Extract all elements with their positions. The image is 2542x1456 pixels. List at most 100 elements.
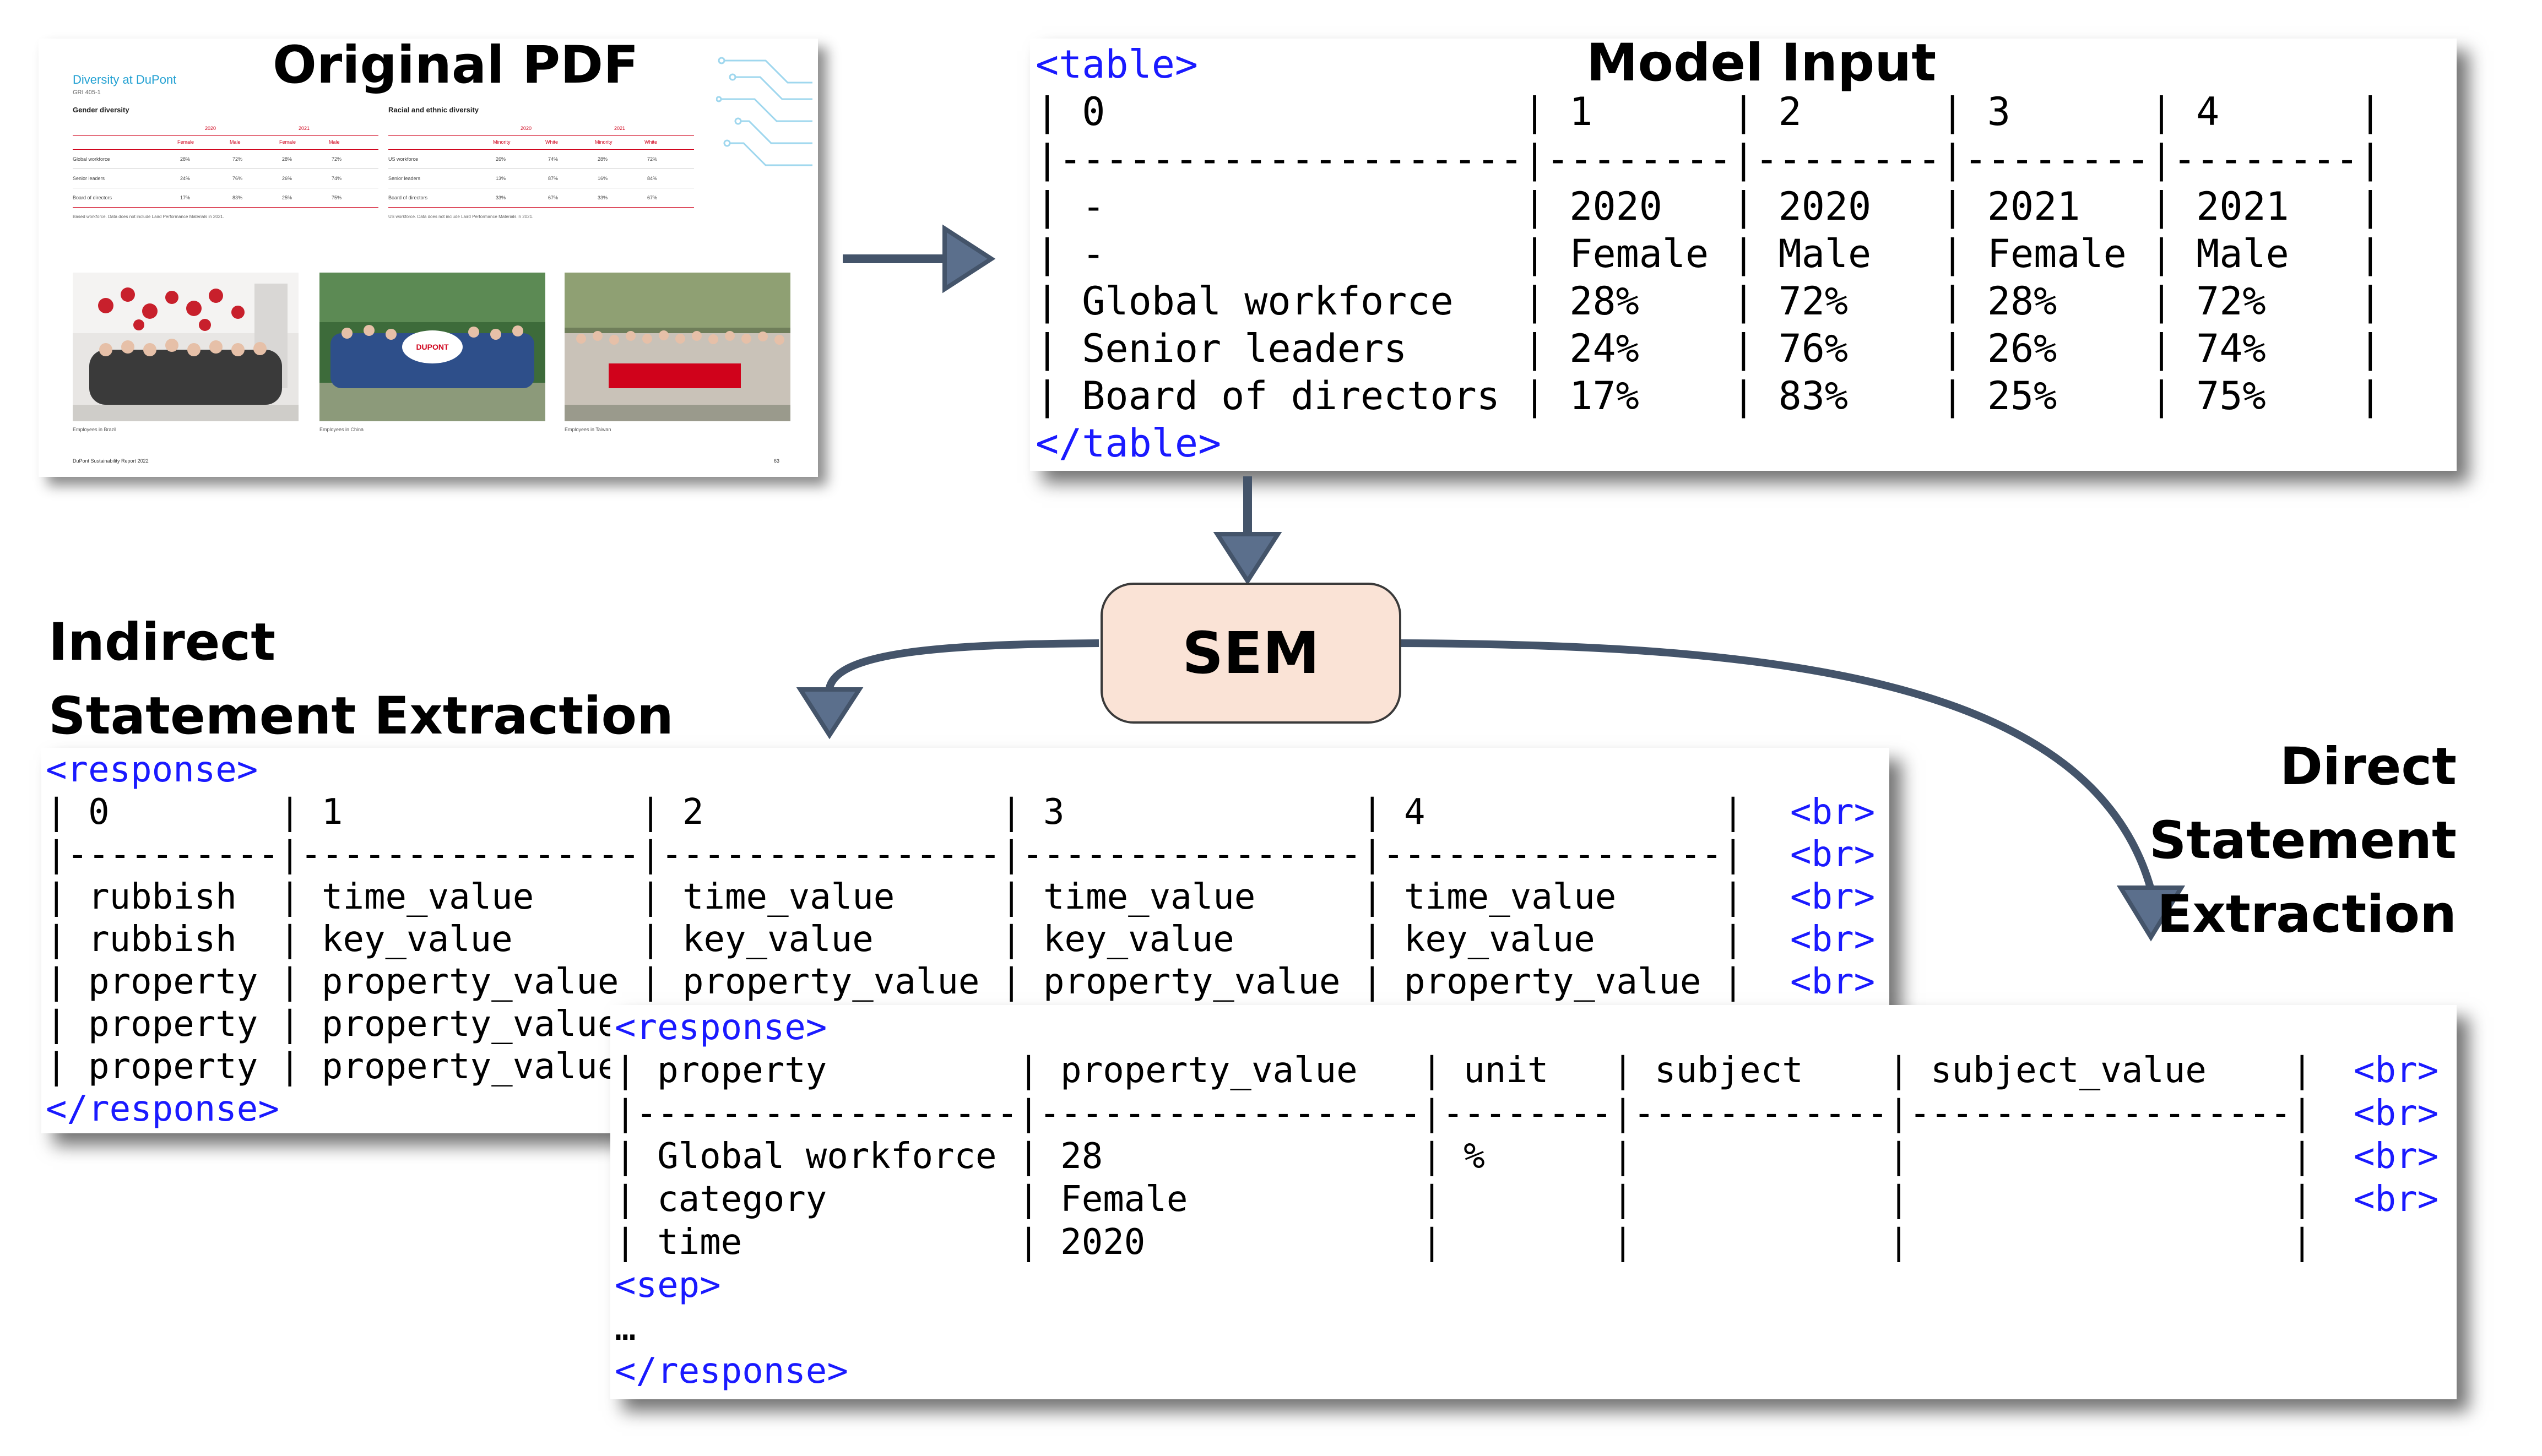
row-label: Board of directors — [73, 195, 112, 200]
arrow-sem-to-direct — [1399, 639, 2155, 890]
table-line: | rubbish | key_value | key_value | key_… — [46, 919, 1744, 960]
cell: 72% — [647, 156, 658, 162]
photo-caption: Employees in Brazil — [73, 427, 117, 432]
original-pdf-label: Original PDF — [273, 35, 639, 95]
model-input-panel: Model Input <table> | 0 | 1 | 2 | 3 | 4 … — [1030, 33, 2457, 471]
direct-response-panel: <response> | property | property_value |… — [610, 1005, 2457, 1399]
br-tags: <br> <br> <br> <br> <br> — [1790, 791, 1875, 1003]
table-line: | time | 2020 | | | | — [615, 1222, 2313, 1263]
row-label: Senior leaders — [73, 176, 105, 181]
cell: 28% — [598, 156, 608, 162]
br-tag: <br> — [1790, 961, 1876, 1002]
br-tag: <br> — [2354, 1093, 2439, 1134]
employee-photo — [565, 273, 790, 421]
cell: 25% — [282, 195, 292, 200]
cell: 13% — [496, 176, 506, 181]
indirect-label-line: Indirect — [48, 612, 276, 672]
cell: 33% — [598, 195, 608, 200]
cell: 76% — [232, 176, 243, 181]
response-close-tag: </response> — [46, 1089, 279, 1129]
table-line: | Global workforce | 28 | % | | | — [615, 1136, 2313, 1177]
col-header: Male — [329, 139, 340, 145]
direct-label-line: Statement — [2149, 811, 2457, 871]
br-tag: <br> — [2354, 1136, 2439, 1177]
row-label: Senior leaders — [388, 176, 421, 181]
col-header: White — [545, 139, 559, 145]
table-line: | - | 2020 | 2020 | 2021 | 2021 | — [1036, 184, 2382, 229]
sem-box: SEM — [1101, 583, 1401, 724]
cell: 74% — [548, 156, 559, 162]
table-close-tag: </table> — [1036, 421, 1222, 466]
cell: 26% — [496, 156, 506, 162]
col-header: Minority — [493, 139, 511, 145]
table-line: | 0 | 1 | 2 | 3 | 4 | — [1036, 89, 2382, 134]
table-open-tag: <table> — [1036, 42, 1199, 87]
svg-text:DUPONT: DUPONT — [416, 343, 449, 351]
year-2021: 2021 — [614, 126, 626, 131]
br-tag: <br> — [2354, 1179, 2439, 1220]
pdf-note: Based workforce. Data does not include L… — [73, 214, 224, 219]
table-row: Senior leaders 13% 87% 16% 84% — [388, 169, 694, 188]
table-line: | property | property_value — [46, 1004, 619, 1045]
cell: 33% — [496, 195, 506, 200]
table-line: | category | Female | | | | — [615, 1179, 2313, 1220]
br-tags: <br> <br> <br> <br> — [2354, 1049, 2438, 1221]
employee-photo — [73, 273, 299, 421]
arrow-head — [942, 224, 996, 294]
cell: 24% — [180, 176, 191, 181]
cell: 67% — [548, 195, 559, 200]
table-line: |----------|----------------|-----------… — [46, 834, 1744, 875]
table-row: Global workforce 28% 72% 28% 72% — [73, 150, 378, 169]
racial-heading: Racial and ethnic diversity — [388, 106, 479, 114]
original-pdf-panel: Diversity at DuPont GRI 405-1 Gender div… — [39, 35, 818, 477]
response-close-tag: </response> — [615, 1351, 848, 1392]
br-tag: <br> — [1790, 834, 1876, 875]
photo-caption: Employees in China — [319, 427, 364, 432]
year-2021: 2021 — [299, 126, 310, 131]
table-line: | property | property_value | property_v… — [46, 961, 1744, 1002]
table-line: | property | property_value | unit | sub… — [615, 1050, 2313, 1091]
direct-label-line: Direct — [2279, 737, 2457, 797]
col-header: White — [644, 139, 658, 145]
pdf-note: US workforce. Data does not include Lair… — [388, 214, 534, 219]
response-open-tag: <response> — [615, 1007, 827, 1048]
indirect-label: Indirect Statement Extraction — [48, 606, 674, 753]
model-input-label: Model Input — [1586, 33, 1937, 93]
cell: 83% — [232, 195, 243, 200]
model-input-table: | 0 | 1 | 2 | 3 | 4 | |-----------------… — [1036, 88, 2382, 420]
col-header: Male — [230, 139, 241, 145]
table-line: |------------------|------------------|-… — [615, 1093, 2313, 1134]
ellipsis: … — [615, 1308, 636, 1349]
pdf-footer-left: DuPont Sustainability Report 2022 — [73, 458, 149, 464]
col-header: Female — [279, 139, 296, 145]
row-label: Board of directors — [388, 195, 428, 200]
gender-table: 2020 2021 Female Male Female Male Global… — [73, 126, 378, 219]
response-open-tag: <response> — [46, 749, 258, 790]
table-row: Board of directors 17% 83% 25% 75% — [73, 188, 378, 208]
pdf-subtitle: GRI 405-1 — [73, 89, 101, 96]
direct-table: | property | property_value | unit | sub… — [615, 1049, 2313, 1264]
table-line: | Senior leaders | 24% | 76% | 26% | 74%… — [1036, 326, 2382, 371]
br-tag: <br> — [1790, 877, 1876, 917]
table-line: | Board of directors | 17% | 83% | 25% |… — [1036, 373, 2382, 419]
cell: 72% — [232, 156, 243, 162]
cell: 72% — [332, 156, 342, 162]
col-header: Female — [177, 139, 194, 145]
cell: 28% — [282, 156, 292, 162]
direct-label-line: Extraction — [2157, 884, 2457, 944]
photo-caption: Employees in Taiwan — [565, 427, 611, 432]
row-label: Global workforce — [73, 156, 110, 162]
cell: 16% — [598, 176, 608, 181]
cell: 74% — [332, 176, 342, 181]
direct-label: Direct Statement Extraction — [2143, 730, 2457, 952]
br-tag: <br> — [2354, 1050, 2439, 1091]
arrow-sem-to-indirect — [825, 639, 1099, 692]
br-tag: <br> — [1790, 919, 1876, 960]
arrow-head — [1213, 532, 1282, 585]
arrow-head — [796, 687, 864, 740]
cell: 28% — [180, 156, 191, 162]
sem-label: SEM — [1182, 620, 1320, 687]
employee-photo: DUPONT — [319, 273, 545, 421]
pdf-footer-right: 63 — [774, 458, 780, 464]
